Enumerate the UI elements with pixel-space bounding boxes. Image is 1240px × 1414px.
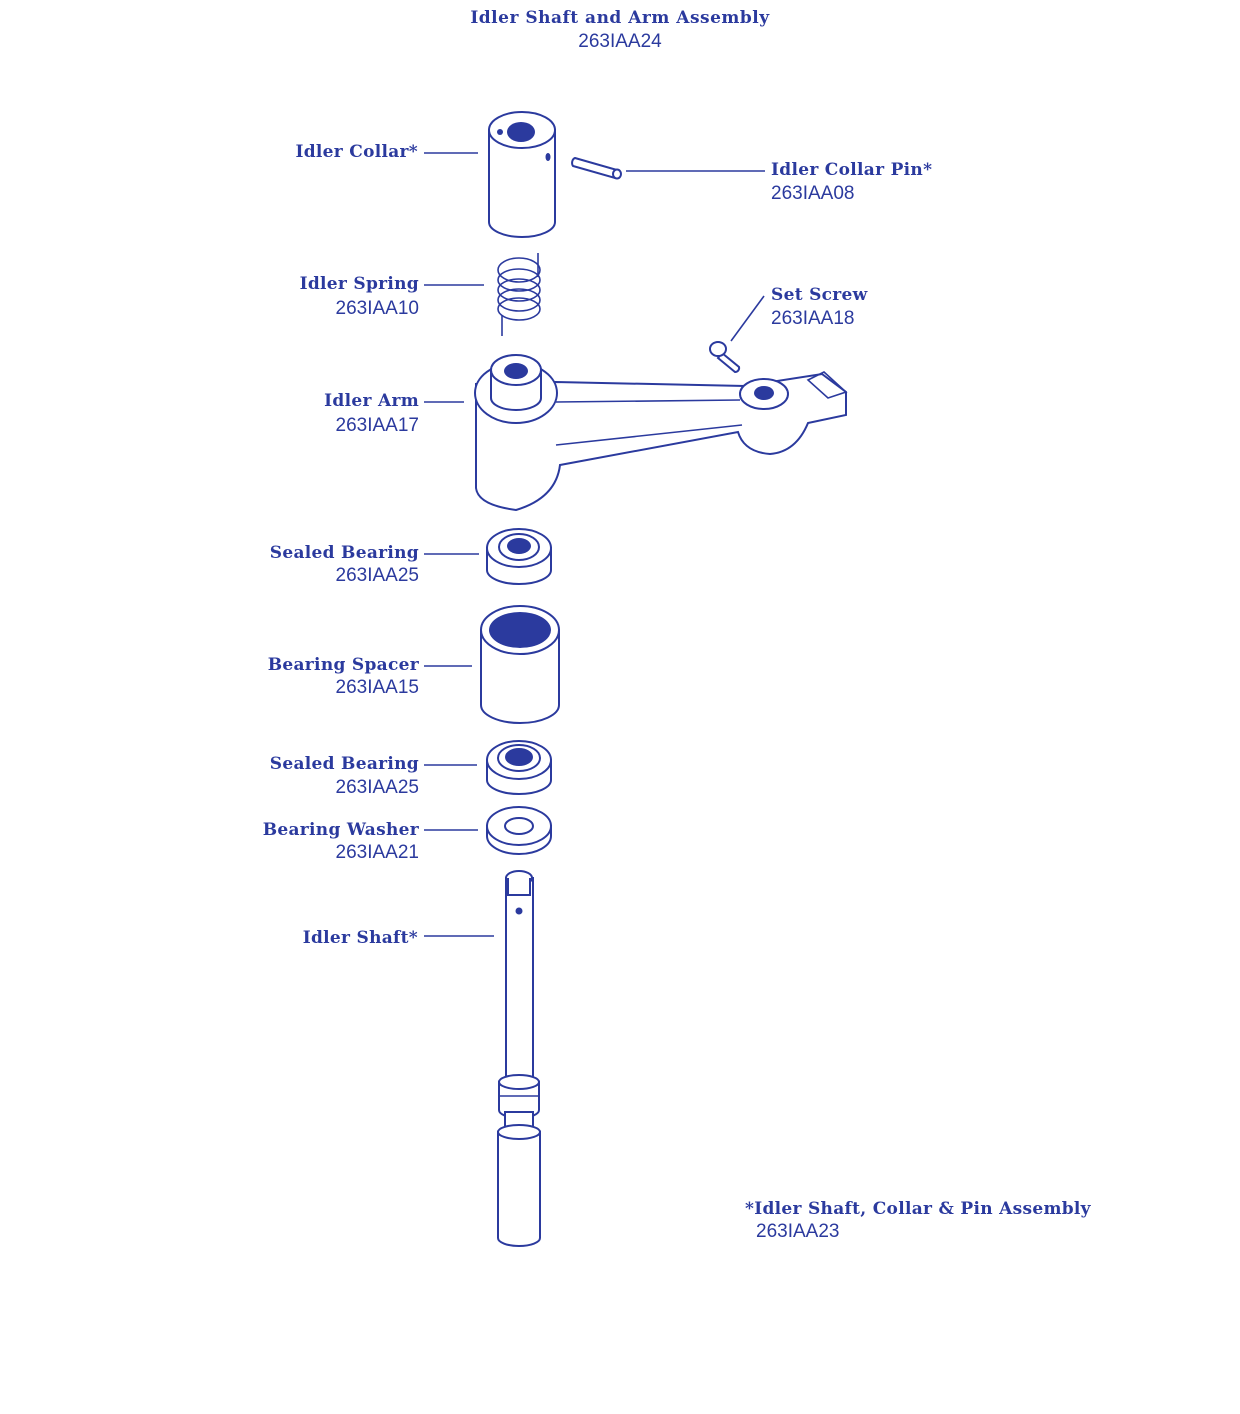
- part-number-set-screw: 263IAA18: [771, 308, 855, 329]
- bearing-washer-part: [486, 806, 552, 855]
- part-number-bearing-spacer: 263IAA15: [335, 677, 419, 698]
- label-idler-collar: Idler Collar*: [295, 142, 418, 162]
- label-bearing-washer: Bearing Washer: [262, 820, 419, 840]
- part-number-idler-spring: 263IAA10: [335, 298, 419, 319]
- part-number-idler-collar-pin: 263IAA08: [771, 183, 855, 204]
- idler-collar-part: [488, 111, 556, 238]
- idler-collar-pin-part: [571, 156, 622, 180]
- label-sealed-bearing-top: Sealed Bearing: [269, 543, 419, 563]
- part-number-sealed-bearing-bottom: 263IAA25: [335, 777, 419, 798]
- set-screw-part: [709, 341, 741, 373]
- label-idler-collar-pin: Idler Collar Pin*: [771, 160, 933, 180]
- footnote-assembly-name: *Idler Shaft, Collar & Pin Assembly: [745, 1199, 1091, 1219]
- label-sealed-bearing-bottom: Sealed Bearing: [269, 754, 419, 774]
- diagram-title-part-number: 263IAA24: [578, 31, 662, 52]
- bearing-spacer-part: [480, 605, 560, 724]
- idler-arm-part: [474, 354, 848, 512]
- footnote-assembly-part-number: 263IAA23: [756, 1221, 840, 1242]
- part-number-bearing-washer: 263IAA21: [335, 842, 419, 863]
- leader-set-screw: [730, 295, 765, 342]
- label-idler-shaft: Idler Shaft*: [302, 928, 418, 948]
- part-number-idler-arm: 263IAA17: [335, 415, 419, 436]
- label-bearing-spacer: Bearing Spacer: [267, 655, 419, 675]
- diagram-title: Idler Shaft and Arm Assembly: [470, 8, 770, 28]
- sealed-bearing-top-part: [486, 528, 552, 585]
- leader-lines: [424, 152, 765, 937]
- label-idler-spring: Idler Spring: [299, 274, 419, 294]
- sealed-bearing-bottom-part: [486, 740, 552, 795]
- idler-shaft-part: [497, 870, 541, 1247]
- part-number-sealed-bearing-top: 263IAA25: [335, 565, 419, 586]
- label-idler-arm: Idler Arm: [324, 391, 419, 411]
- label-set-screw: Set Screw: [771, 285, 868, 305]
- idler-spring-part: [497, 253, 541, 336]
